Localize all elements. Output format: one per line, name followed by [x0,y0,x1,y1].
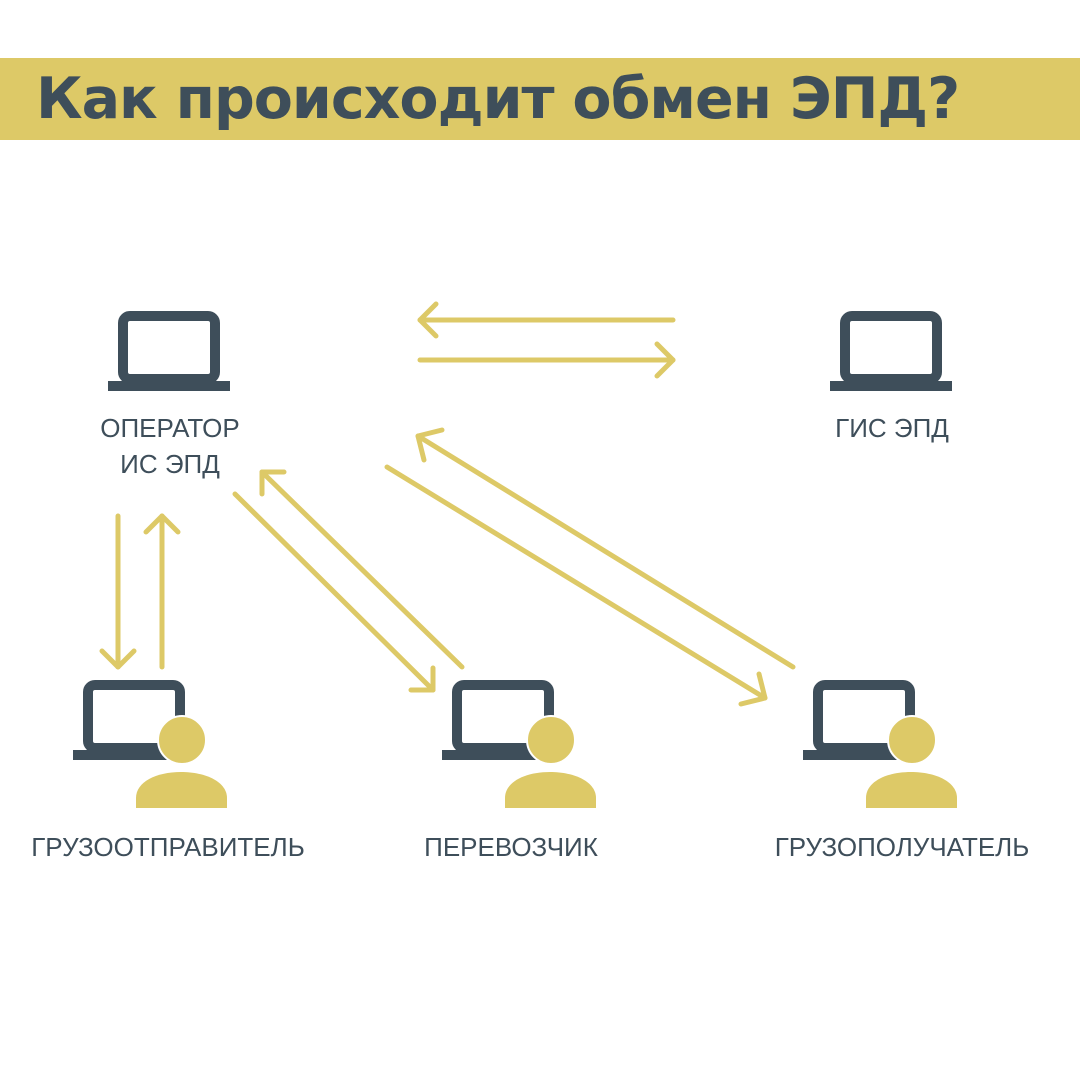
arrow-operator-to-gis [417,341,676,379]
arrow-shipper-to-operator [143,513,181,670]
label-carrier: ПЕРЕВОЗЧИК [424,832,598,862]
node-gis [830,316,952,391]
node-shipper [73,685,227,808]
arrow-gis-to-operator [417,301,676,339]
laptop-icon [830,316,952,391]
label-consignee: ГРУЗОПОЛУЧАТЕЛЬ [774,832,1030,862]
label-operator-line2: ИС ЭПД [120,449,220,479]
laptop-user-icon [442,685,596,808]
laptop-icon [108,316,230,391]
title-band: Как происходит обмен ЭПД? [0,58,1080,140]
arrow-carrier-to-operator [259,469,465,670]
label-shipper: ГРУЗООТПРАВИТЕЛЬ [31,832,305,862]
label-gis: ГИС ЭПД [835,413,949,443]
label-operator: ОПЕРАТОР ИС ЭПД [70,410,270,482]
arrow-operator-to-shipper [99,513,137,670]
node-carrier [442,685,596,808]
laptop-user-icon [803,685,957,808]
arrow-consignee-to-gis [415,427,796,670]
node-consignee [803,685,957,808]
label-operator-line1: ОПЕРАТОР [100,413,240,443]
node-operator [108,316,230,391]
arrow-operator-to-carrier [232,491,436,693]
page-title: Как происходит обмен ЭПД? [36,66,960,132]
laptop-user-icon [73,685,227,808]
arrow-operator-to-consignee [384,464,768,707]
